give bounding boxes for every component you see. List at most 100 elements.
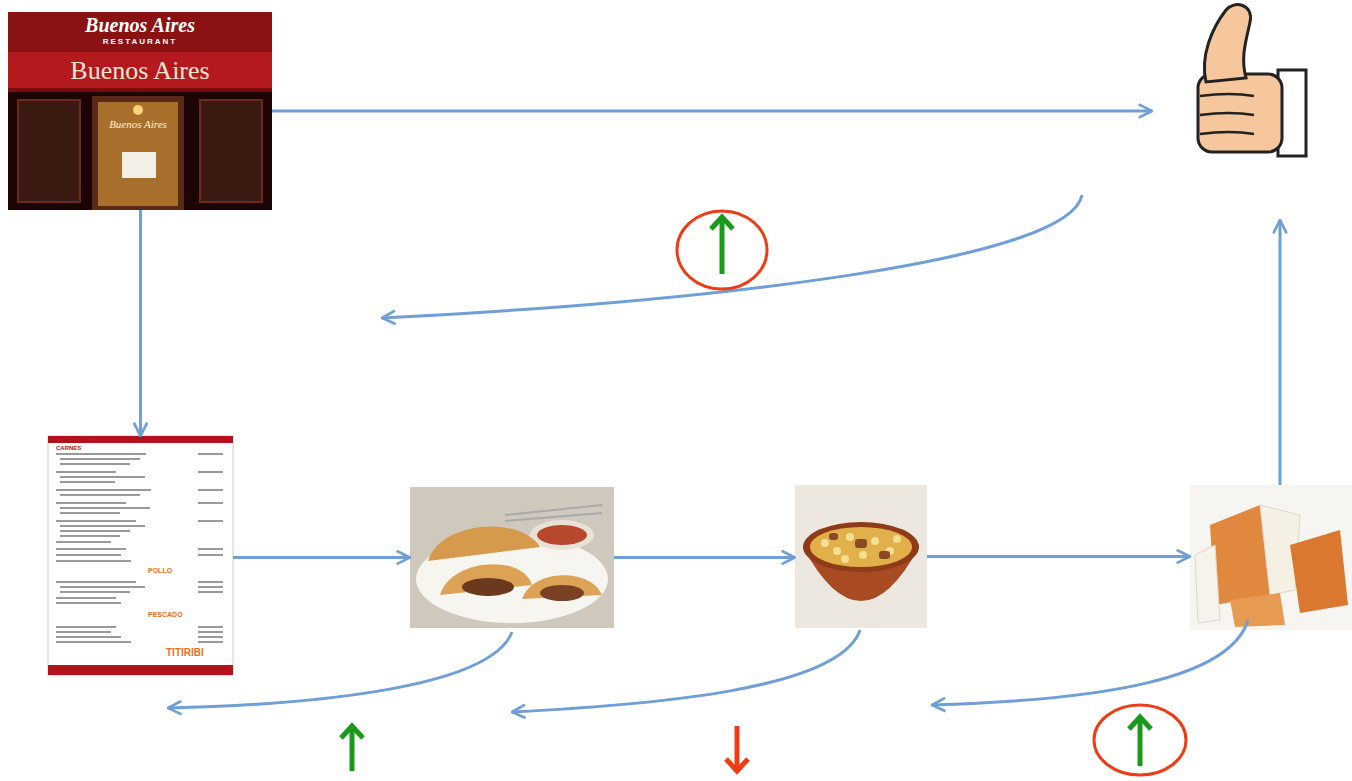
- text-slot: Buenos Aires: [98, 118, 178, 131]
- photo-ground: [410, 487, 614, 628]
- sign-subtext: RESTAURANT: [8, 37, 272, 47]
- feedback-curve: [382, 195, 1082, 318]
- empanada-half: [440, 564, 532, 595]
- kernel: [859, 551, 867, 559]
- cheese: [1195, 545, 1220, 623]
- empanadas-illustration: [410, 487, 614, 628]
- menu-sheet: [48, 436, 233, 675]
- door-text: Buenos Aires: [98, 118, 178, 131]
- highlight-circle: [677, 211, 767, 289]
- down-arrow: [726, 726, 748, 771]
- awning: [8, 52, 272, 90]
- arrow-shaft: [720, 218, 725, 274]
- menu-heading: CARNES: [56, 445, 126, 452]
- dessert-photo: [1190, 485, 1352, 630]
- awning-edge: [8, 88, 272, 92]
- up-arrow: [1129, 717, 1151, 766]
- fist: [1198, 74, 1282, 152]
- photo-ground: [795, 485, 927, 628]
- text-slot: Buenos Aires: [8, 56, 272, 86]
- kernel: [841, 555, 849, 563]
- flow-arrow: [614, 556, 795, 559]
- menu-top-band: [48, 436, 233, 443]
- menu-card: CARNES POLLO PESCADO TITIRIBI: [48, 436, 233, 675]
- thumb: [1204, 5, 1250, 82]
- up-arrow: [711, 217, 733, 274]
- window-right: [200, 100, 262, 202]
- meat: [829, 533, 838, 540]
- flow-arrow: [927, 555, 1190, 558]
- up-arrow: [341, 726, 363, 771]
- text-slot: Buenos Aires: [8, 14, 272, 36]
- sign-text: Buenos Aires: [8, 14, 272, 36]
- finger-lines: [1200, 94, 1254, 134]
- arrow-shaft: [735, 726, 740, 770]
- corn-kernels: [821, 533, 901, 563]
- quince-paste: [1230, 593, 1285, 627]
- text-slot: TITIRIBI: [166, 647, 230, 659]
- menu-illustration: [48, 436, 233, 675]
- arrow-shaft: [1138, 718, 1143, 766]
- meat: [855, 539, 867, 548]
- bowl-rim: [803, 522, 919, 572]
- door-notice: [122, 152, 156, 178]
- door: [92, 96, 184, 210]
- locro-photo: [795, 485, 927, 628]
- sauce-bowl: [530, 520, 594, 550]
- empanada: [428, 526, 540, 561]
- menu-item-lines: [56, 454, 223, 642]
- flow-arrow: [233, 556, 410, 559]
- window-left: [18, 100, 80, 202]
- kernel: [893, 535, 901, 543]
- highlight-circle: [1094, 705, 1186, 775]
- meat-pieces: [829, 533, 890, 559]
- arrow-tip: [726, 759, 748, 771]
- kernel: [833, 547, 841, 555]
- text-slot: PESCADO: [148, 610, 218, 619]
- feedback-curve: [932, 620, 1248, 705]
- flow-arrow: [272, 110, 1152, 113]
- feedback-curve: [512, 630, 860, 712]
- door-glass: [98, 102, 178, 206]
- menu-heading: POLLO: [148, 566, 218, 575]
- stew: [810, 527, 912, 567]
- filling: [540, 585, 584, 601]
- feedback-curve: [168, 632, 512, 708]
- photo-ground: [1190, 485, 1352, 630]
- arrow-tip: [711, 217, 733, 229]
- text-slot: CARNES: [56, 445, 126, 452]
- flow-arrow: [1279, 220, 1282, 485]
- quince-paste: [1210, 505, 1270, 605]
- sauce: [537, 525, 587, 545]
- dessert-illustration: [1190, 485, 1352, 630]
- arrow-tip: [341, 726, 363, 738]
- menu-heading: PESCADO: [148, 610, 218, 619]
- menu-bottom-band: [48, 665, 233, 675]
- quince-paste: [1290, 530, 1348, 613]
- menu-brand: TITIRIBI: [166, 647, 230, 659]
- kernel: [821, 539, 829, 547]
- storefront: [8, 92, 272, 210]
- meat: [879, 551, 890, 559]
- feedback-curves: [168, 195, 1248, 712]
- thumbs-up-illustration: [1198, 5, 1306, 156]
- thumbs-up-icon: [1152, 4, 1332, 220]
- empanadas-photo: [410, 487, 614, 628]
- sign-band: [8, 12, 272, 52]
- awning-text: Buenos Aires: [8, 56, 272, 86]
- restaurant-photo: Buenos AiresRESTAURANTBuenos AiresBuenos…: [8, 12, 272, 210]
- text-slot: POLLO: [148, 566, 218, 575]
- storefront-ground: [8, 12, 272, 210]
- kernel: [846, 533, 854, 541]
- fork: [505, 505, 602, 521]
- lamp: [133, 105, 143, 115]
- filling: [462, 578, 514, 596]
- arrow-tip: [1129, 717, 1151, 729]
- flow-arrow: [139, 210, 142, 436]
- kernel: [871, 537, 879, 545]
- text-slot: RESTAURANT: [8, 37, 272, 47]
- restaurant-illustration: [8, 12, 272, 210]
